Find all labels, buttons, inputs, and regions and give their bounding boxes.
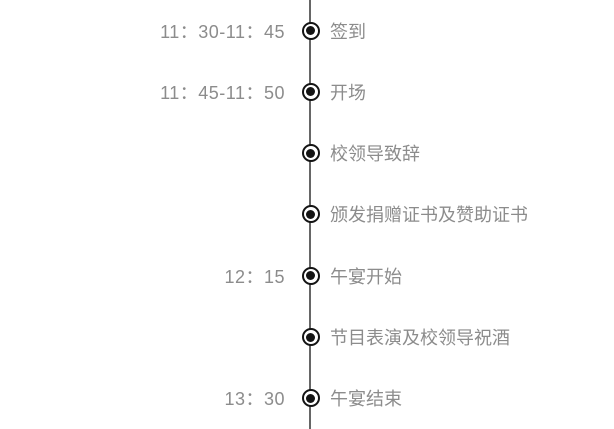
- timeline-row: 节目表演及校领导祝酒: [0, 306, 614, 367]
- bullseye-icon: [301, 266, 320, 285]
- timeline-label: 签到: [330, 21, 366, 42]
- bullseye-dot-icon: [306, 332, 315, 342]
- timeline-row: 11：45-11：50 开场: [0, 61, 614, 122]
- timeline-label: 午宴结束: [330, 389, 402, 410]
- timeline-label: 颁发捐赠证书及赞助证书: [330, 205, 528, 226]
- bullseye-dot-icon: [306, 26, 315, 36]
- timeline-label: 节目表演及校领导祝酒: [330, 328, 510, 349]
- timeline-time: 13：30: [224, 389, 285, 410]
- timeline-row: 校领导致辞: [0, 123, 614, 184]
- timeline-node: [292, 205, 329, 224]
- timeline-label: 午宴开始: [330, 266, 402, 287]
- bullseye-icon: [301, 389, 320, 408]
- timeline-row: 12：15 午宴开始: [0, 245, 614, 306]
- timeline-node: [292, 389, 329, 408]
- timeline-label: 校领导致辞: [330, 144, 420, 165]
- bullseye-dot-icon: [306, 393, 315, 403]
- bullseye-icon: [301, 328, 320, 347]
- timeline-label: 开场: [330, 82, 366, 103]
- bullseye-icon: [301, 144, 320, 163]
- bullseye-icon: [301, 21, 320, 40]
- timeline-node: [292, 328, 329, 347]
- timeline-time: 11：45-11：50: [160, 82, 285, 103]
- timeline-time: 11：30-11：45: [160, 21, 285, 42]
- bullseye-dot-icon: [306, 148, 315, 158]
- bullseye-dot-icon: [306, 271, 315, 281]
- timeline-time: 12：15: [224, 266, 285, 287]
- bullseye-dot-icon: [306, 209, 315, 219]
- timeline-node: [292, 82, 329, 101]
- timeline-node: [292, 21, 329, 40]
- bullseye-dot-icon: [306, 87, 315, 97]
- bullseye-icon: [301, 205, 320, 224]
- timeline-node: [292, 144, 329, 163]
- bullseye-icon: [301, 82, 320, 101]
- timeline-node: [292, 266, 329, 285]
- timeline-row: 13：30 午宴结束: [0, 368, 614, 429]
- timeline-row: 11：30-11：45 签到: [0, 0, 614, 61]
- timeline-row: 颁发捐赠证书及赞助证书: [0, 184, 614, 245]
